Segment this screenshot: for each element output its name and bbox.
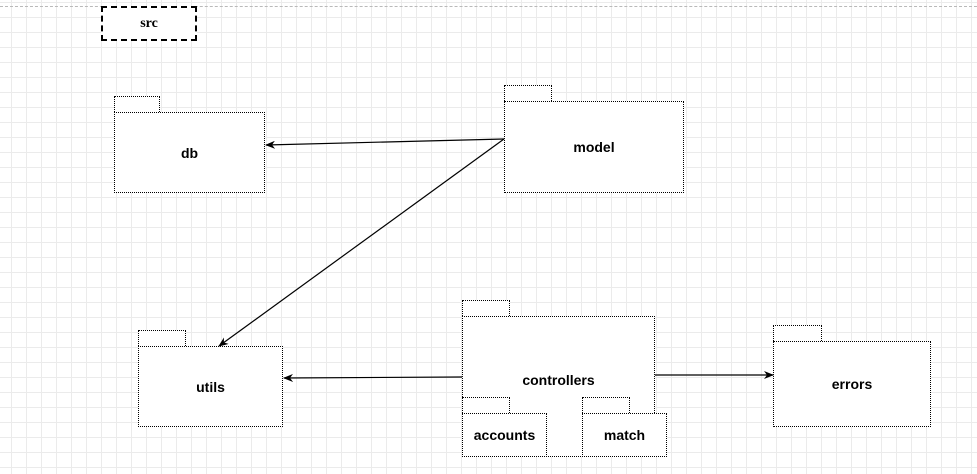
package-model-label: model — [504, 101, 684, 193]
package-tab — [462, 397, 510, 413]
canvas-top-border — [0, 6, 977, 7]
package-tab — [773, 325, 822, 341]
arrow-model-to-utils — [218, 138, 505, 347]
package-errors[interactable]: errors — [773, 325, 931, 427]
package-match-label: match — [582, 413, 667, 457]
package-accounts[interactable]: accounts — [462, 397, 547, 457]
package-match[interactable]: match — [582, 397, 667, 457]
package-tab — [582, 397, 630, 413]
package-tab — [462, 300, 510, 316]
package-utils[interactable]: utils — [138, 330, 283, 427]
package-utils-label: utils — [138, 346, 283, 427]
package-tab — [114, 96, 160, 112]
src-root-label[interactable]: src — [101, 6, 197, 41]
package-accounts-label: accounts — [462, 413, 547, 457]
arrow-model-to-db — [265, 138, 505, 149]
package-tab — [504, 85, 552, 101]
package-db[interactable]: db — [114, 96, 265, 193]
package-tab — [138, 330, 186, 346]
package-db-label: db — [114, 112, 265, 193]
arrow-controllers-to-utils — [283, 373, 463, 382]
package-errors-label: errors — [773, 341, 931, 427]
package-model[interactable]: model — [504, 85, 684, 193]
